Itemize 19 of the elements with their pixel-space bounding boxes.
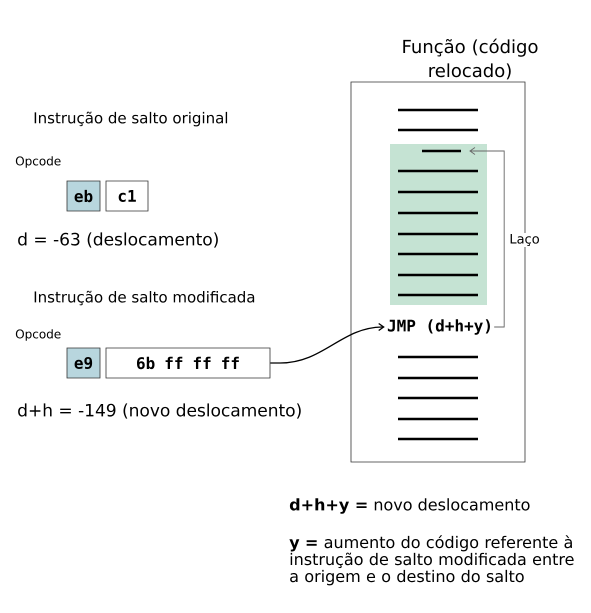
note-text: d = -63 (deslocamento) — [18, 232, 218, 248]
heading-text: Instrução de salto modificada — [34, 290, 254, 306]
jump-instruction: JMP (d+h+y) — [388, 319, 490, 335]
definition-text: y = aumento do código referente à instrução de salto modificada entre a origem e o destino do salto — [289, 535, 574, 586]
node-label: Função (código relocado) — [403, 38, 538, 80]
field-label: Opcode — [16, 156, 61, 168]
byte-box: 6b ff ff ff — [106, 348, 270, 378]
code-line — [422, 150, 461, 152]
definition-text: d+h+y = novo deslocamento — [290, 498, 530, 514]
field-label: Opcode — [16, 329, 61, 341]
arrow — [270, 322, 385, 364]
arrow — [469, 147, 505, 328]
edge-label: Laço — [508, 233, 541, 247]
byte-box: e9 — [66, 348, 100, 378]
note-text: d+h = -149 (novo deslocamento) — [18, 403, 301, 419]
byte-box: c1 — [106, 180, 148, 212]
highlighted-region — [390, 144, 487, 305]
heading-text: Instrução de salto original — [34, 112, 228, 126]
byte-box: eb — [66, 180, 100, 212]
